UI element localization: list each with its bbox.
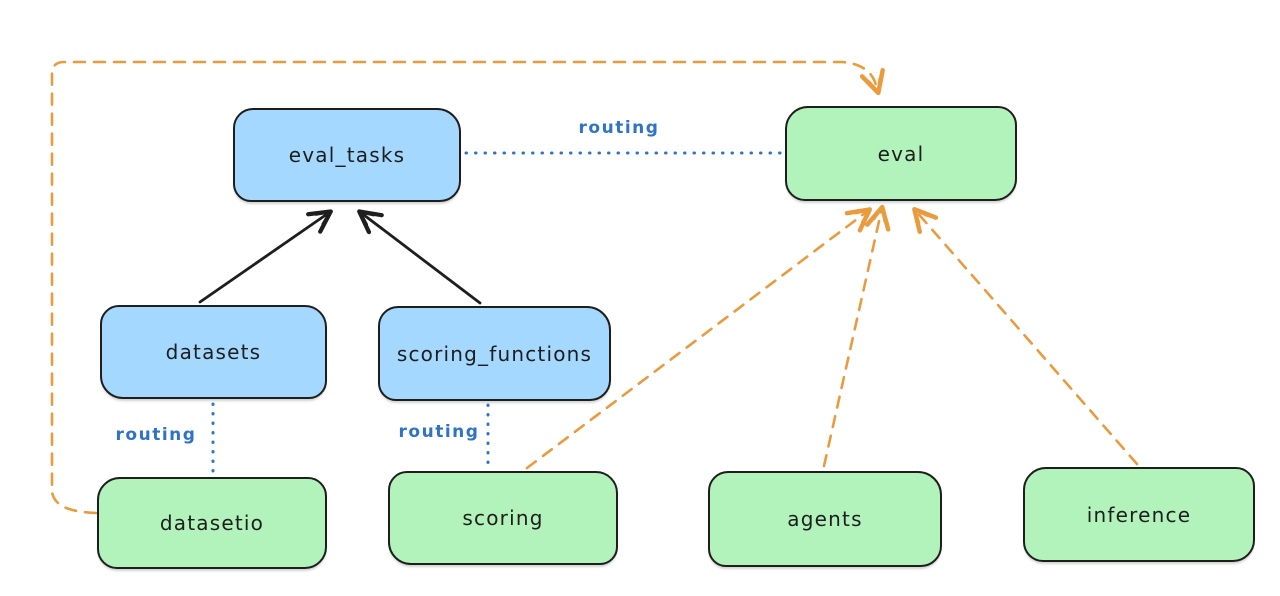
node-datasetio: datasetio bbox=[97, 477, 327, 569]
node-datasets-label: datasets bbox=[165, 340, 262, 364]
node-scoring-functions-label: scoring_functions bbox=[396, 341, 593, 366]
edge-inference-to-eval bbox=[912, 207, 1139, 466]
edge-label-routing-datasets: routing bbox=[115, 425, 197, 445]
edge-scoring-to-eval bbox=[525, 207, 873, 470]
edge-scoring-functions-to-eval-tasks bbox=[357, 209, 482, 305]
edge-agents-to-eval bbox=[822, 204, 891, 468]
node-datasetio-label: datasetio bbox=[159, 511, 265, 535]
edge-datasets-to-eval-tasks bbox=[198, 209, 333, 304]
node-eval-tasks: eval_tasks bbox=[233, 108, 461, 202]
node-agents-label: agents bbox=[787, 507, 863, 531]
edge-datasetio-to-eval bbox=[50, 60, 885, 515]
node-agents: agents bbox=[708, 471, 942, 567]
node-scoring: scoring bbox=[388, 471, 618, 565]
node-inference-label: inference bbox=[1086, 502, 1192, 527]
node-scoring-functions: scoring_functions bbox=[378, 306, 611, 401]
edge-label-routing-top: routing bbox=[578, 118, 660, 138]
node-datasets: datasets bbox=[100, 305, 327, 399]
node-scoring-label: scoring bbox=[462, 506, 544, 530]
node-eval-label: eval bbox=[877, 141, 925, 166]
node-eval: eval bbox=[785, 106, 1017, 201]
edge-label-routing-scoring: routing bbox=[398, 422, 480, 442]
node-inference: inference bbox=[1023, 467, 1255, 562]
node-eval-tasks-label: eval_tasks bbox=[288, 143, 406, 167]
